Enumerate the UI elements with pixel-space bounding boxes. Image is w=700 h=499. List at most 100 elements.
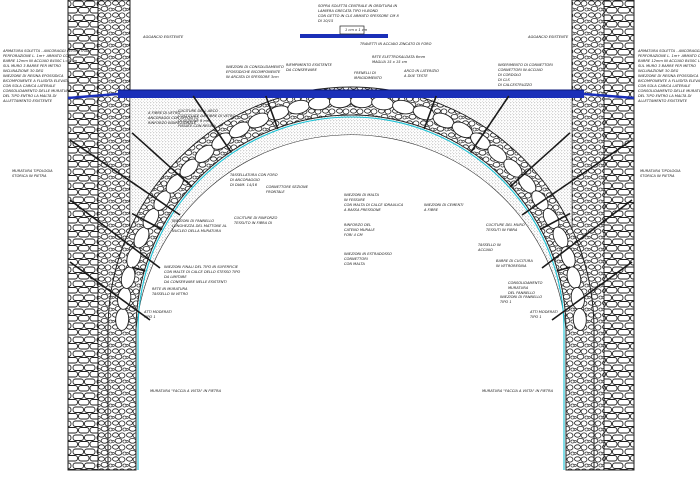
margin-note-line: INIEZIONE DI RESINA EPOSSIDICA — [638, 74, 699, 78]
rete-note-1: RETE ELETTROSALDATA 6mm — [372, 55, 426, 59]
iniezioni-4: A BASSA PRESSIONE — [343, 208, 382, 212]
mid-right-1: TASSELLO IN — [478, 243, 501, 247]
extrados-3: DA LIMITARE — [164, 275, 187, 279]
slab-note-1: SOPRA SOLETTA CENTRALE IN ORDITURA IN — [318, 4, 397, 8]
galvanized-mesh-note: TRAVETTI IN ACCIAIO ZINCATO DI FORO — [360, 42, 432, 46]
extrados-2: CON MALTE DI CALCE DELLO STESSO TIPO — [164, 270, 240, 274]
intermedie-1: RINFORZO DEL — [344, 223, 371, 227]
mid-right-2: ACCIAIO — [477, 248, 493, 252]
anchor-bar — [192, 95, 232, 154]
fiber-1: CUCITURE DEL MURO — [486, 223, 525, 227]
left-bottom-2: TIPO 1 — [144, 315, 156, 319]
chiodature-2: IN VETRORESINA — [496, 264, 527, 268]
injections-2: EPOSSIDICHE BICOMPONENTE — [226, 70, 281, 74]
inj-left-2: ANCORAGGI CON APPOSITO — [147, 116, 199, 120]
tassellatura-1: TASSELLATURA CON FORO — [230, 173, 278, 177]
left-wall — [67, 0, 131, 471]
pannello-right-1: INIEZIONI DI PANNELLO — [500, 295, 542, 299]
margin-note-line: DEL TIPO ENTRO LA MALTA DI — [3, 94, 56, 98]
extrados-1: INIEZIONI FINALI DEL TIPO IN SUPERFICIE — [164, 265, 239, 269]
margin-note-line: PERFORAZIONE L. 1m+ ARMATO CON — [638, 54, 700, 58]
slab-note-3: CON GETTO IN CLS ARMATO SPESSORE CM 8 — [318, 14, 399, 18]
chiodature-1: BARRE DI CUCITURA — [496, 259, 533, 263]
crown-right-3: DI CORDOLO — [498, 73, 521, 77]
right-wall-label-2: STORICA IN PIETRA — [640, 174, 675, 178]
anchor-bar — [423, 95, 437, 130]
right-steel-notes: ARMATURA SOLETTA - ANCORAGGI PERIMETRALI… — [637, 49, 700, 103]
crown-right-4: DI CLS — [498, 78, 510, 82]
margin-note-line: SUL MURO 3 BARRE PER METRO — [638, 64, 696, 68]
centre-notes-3: CON MALTA — [344, 262, 365, 266]
slab-detail — [300, 25, 388, 38]
margin-note-line: ALLETTAMENTO ESISTENTE — [637, 99, 688, 103]
pannello-right-2: TIPO 1 — [500, 300, 512, 304]
top-slab — [67, 0, 635, 100]
tassellatura-2: DI ANCORAGGIO — [230, 178, 260, 182]
margin-note-line: BICOMPONENTE A FLUIDITA ELEVATA — [638, 79, 700, 83]
injections-3: IN ARCATA DI SPESSORE 3cm — [226, 75, 279, 79]
extrados-4: DA CONSERVARE NELLE ESISTENTI — [164, 280, 227, 284]
margin-note-line: SUL MURO 3 BARRE PER METRO — [3, 64, 61, 68]
frenelli-2: IRRIGIDIMENTO — [354, 76, 382, 80]
slab-note-4: DI 10/15 — [318, 19, 334, 23]
radial-anchor-bars — [69, 95, 633, 321]
aggancio-left: AGGANCIO ESISTENTE — [142, 35, 184, 39]
margin-note-line: ARMATURA SOLETTA - ANCORAGGI PERIMETRALI — [2, 49, 90, 53]
right-wall-bottom: MURATURA "FACCIA A VISTA" IN PIETRA — [482, 389, 554, 393]
anchor-bar — [470, 95, 510, 154]
slab-note-5: 1 cm x 1 cm — [345, 28, 368, 32]
connettore-1: CONNETTORE SEZIONE — [266, 185, 309, 189]
anchor-bar — [509, 132, 571, 188]
right-bottom-1: ATTI MODERATI — [529, 310, 558, 314]
crown-fill-1: RIEMPIMENTO ESISTENTE — [286, 63, 333, 67]
margin-note-line: ARMATURA SOLETTA - ANCORAGGI PERIMETRALI — [637, 49, 700, 53]
insertion-2: A FIBRE — [423, 208, 439, 212]
margin-note-line: CON SOLA CARICA LATERALE — [3, 84, 56, 88]
iniezioni-1: INIEZIONI DI MALTA — [344, 193, 379, 197]
struct-right-1: CONSOLIDAMENTO — [508, 281, 543, 285]
left-wall-label-2: STORICA IN PIETRA — [12, 174, 47, 178]
fiber-2: TESSUTI IN FIBRA — [486, 228, 518, 232]
cuciture-3: DI SEZIONE 6 mm — [178, 119, 211, 123]
margin-note-line: CON SOLA CARICA LATERALE — [638, 84, 691, 88]
left-wall-bottom: MURATURA "FACCIA A VISTA" IN PIETRA — [150, 389, 222, 393]
wall-anchor-bar — [69, 261, 151, 321]
slab-note-2: LAMIERA GRECATA TIPO HI-BOND — [318, 9, 378, 13]
pannello-1: INIEZIONI DI PANNELLO — [172, 219, 214, 223]
annotations: SOPRA SOLETTA CENTRALE IN ORDITURA IN LA… — [2, 4, 700, 393]
cuciture-arco-1: CUCITURE DI RINFORZO — [234, 216, 278, 220]
voussoir-stone — [572, 307, 587, 331]
rete-note-2: MAGLIA 15 x 15 cm — [372, 60, 408, 64]
intermedie-3: FORI 4 CM — [344, 233, 363, 237]
rete-muratura-1: RETE IN MURATURA — [152, 287, 188, 291]
centre-notes-1: INIEZIONI IN ESTRADOSSO — [344, 252, 392, 256]
inj-left-3: RINFORZO BIDIREZIONALE — [148, 121, 197, 125]
wall-anchor-bar — [69, 139, 181, 216]
struct-right-2: MURATURA — [508, 286, 529, 290]
aggancio-right: AGGANCIO ESISTENTE — [527, 35, 569, 39]
anchor-bar — [539, 212, 571, 231]
frenelli-1: FRENELLI DI — [354, 71, 376, 75]
left-wall-label-1: MURATURA TIPOLOGIA — [12, 169, 53, 173]
rete-muratura-2: TASSELLO IN VETRO — [152, 292, 188, 296]
margin-note-line: INCLINAZIONE 30 DEG — [638, 69, 679, 73]
iniezioni-3: CON MALTA DI CALCE IDRAULICA — [344, 203, 404, 207]
crown-right-2: CONNETTORI IN ACCIAIO — [498, 68, 543, 72]
inj-left-1: A FIBRE DI VETRO — [147, 111, 180, 115]
margin-note-line: BARRE 12mm IN ACCIAIO B450C L=0,7m — [3, 59, 78, 63]
crown-right-5: DI CALCESTRUZZO — [498, 83, 532, 87]
right-wall-label-1: MURATURA TIPOLOGIA — [640, 169, 681, 173]
pannello-2: LUNGHEZZA DEL MATTONE AL — [172, 224, 227, 228]
margin-note-line: BARRE 12mm IN ACCIAIO B450C L=0,7m — [638, 59, 700, 63]
wall-anchor-bar — [541, 199, 633, 269]
margin-note-line: DEL TIPO ENTRO LA MALTA DI — [638, 94, 691, 98]
wall-anchor-bar — [551, 261, 633, 321]
arch-rings-1: ARCO IN LATERIZIO — [403, 69, 439, 73]
insertion-1: INIEZIONI DI CEMENTI — [424, 203, 463, 207]
margin-note-line: INIEZIONE DI RESINA EPOSSIDICA — [3, 74, 64, 78]
tassellatura-3: DI DIAM. 14/16 — [230, 183, 258, 187]
anchor-bar — [265, 95, 279, 130]
spandrel-fill — [129, 95, 573, 331]
margin-note-line: ALLETTAMENTO ESISTENTE — [2, 99, 53, 103]
